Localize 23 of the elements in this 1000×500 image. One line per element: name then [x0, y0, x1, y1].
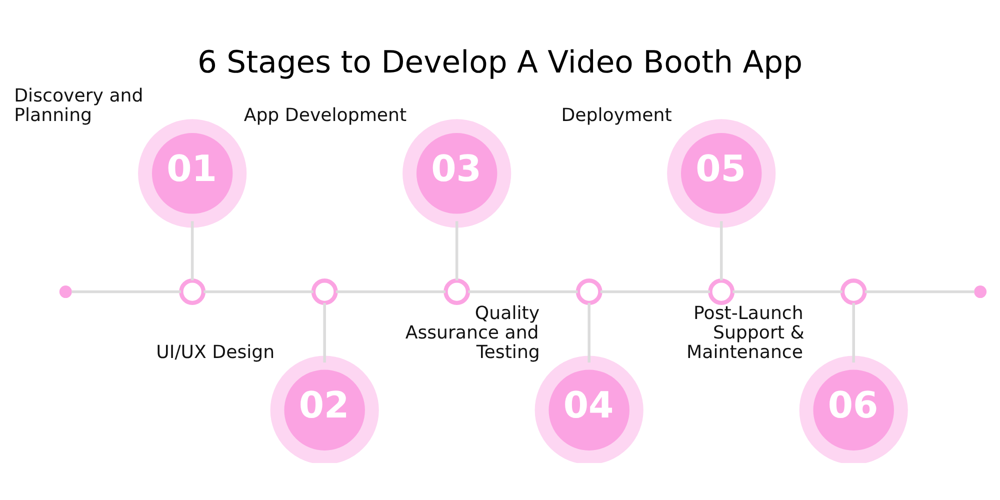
node-circle [444, 278, 470, 305]
connector [323, 303, 326, 363]
connector [468, 290, 578, 294]
node-circle: 02 [270, 356, 379, 463]
connector [732, 290, 842, 294]
connector [600, 290, 710, 294]
connector [336, 290, 446, 294]
node-circle [576, 278, 602, 305]
connector [455, 221, 458, 280]
node-circle [59, 286, 72, 298]
connector [72, 290, 182, 294]
node-circle [179, 278, 206, 305]
connector [852, 303, 855, 363]
node-circle [974, 286, 987, 298]
connector [588, 303, 590, 363]
connector [865, 290, 974, 294]
diagram-title: 6 Stages to Develop A Video Booth App [197, 46, 803, 81]
connector [190, 221, 194, 280]
node-circle [708, 278, 735, 305]
connector [720, 221, 723, 280]
connector [204, 290, 314, 294]
node-circle [311, 278, 338, 305]
node-circle [840, 278, 867, 305]
